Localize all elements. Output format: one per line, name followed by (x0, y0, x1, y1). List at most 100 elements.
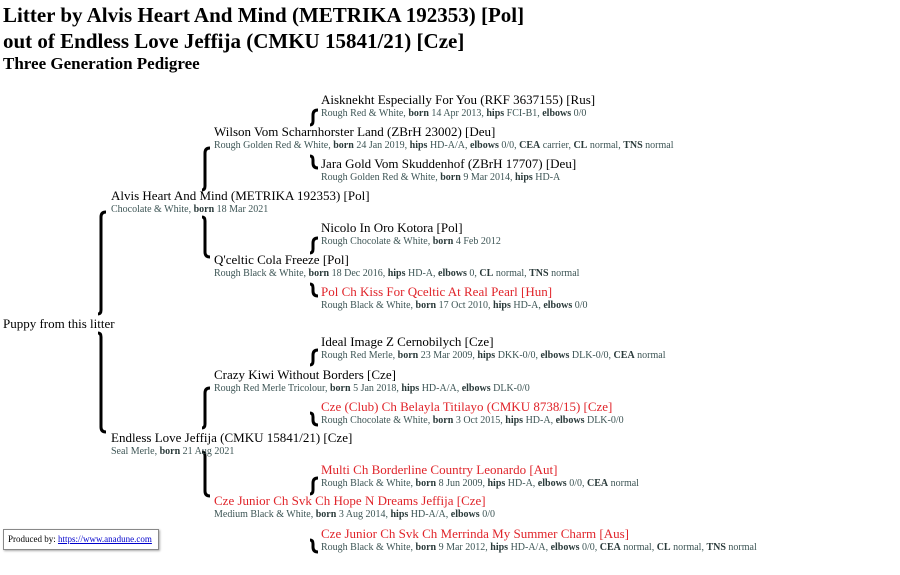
detail-value-born: 18 Mar 2021 (216, 204, 269, 215)
detail-label: born (440, 172, 461, 183)
detail-value-cl: normal (673, 542, 702, 553)
detail-label: TNS (706, 542, 726, 553)
dog-name: Q'celtic Cola Freeze [Pol] (214, 252, 349, 267)
detail-label: CL (573, 140, 588, 151)
detail-label: born (415, 542, 437, 553)
detail-color: Rough Chocolate & White, (321, 415, 433, 426)
detail-value-born: 3 Oct 2015 (455, 415, 501, 426)
detail-value-elbows: 0/0 (569, 478, 582, 489)
dog-sire-sire-sire: Aisknekht Especially For You (RKF 363715… (321, 92, 595, 120)
dog-details: Rough Black & White, born 18 Dec 2016, h… (214, 268, 580, 279)
detail-label: CEA (613, 350, 635, 361)
title-dam: out of Endless Love Jeffija (CMKU 15841/… (3, 29, 465, 53)
detail-value-born: 9 Mar 2014 (463, 172, 510, 183)
detail-label: hips (514, 172, 533, 183)
detail-value-born: 21 Aug 2021 (182, 446, 235, 457)
detail-label: hips (486, 108, 505, 119)
detail-value-tns: normal (728, 542, 757, 553)
dog-details: Rough Chocolate & White, born 4 Feb 2012 (321, 235, 501, 248)
detail-value-born: 3 Aug 2014 (338, 509, 386, 520)
pedigree-brace (309, 108, 319, 127)
detail-label: elbows (450, 509, 480, 520)
dog-details: Seal Merle, born 21 Aug 2021 (111, 445, 352, 458)
detail-color: Chocolate & White, (111, 204, 194, 215)
detail-label: born (333, 140, 354, 151)
dog-name: Jara Gold Vom Skuddenhof (ZBrH 17707) [D… (321, 156, 577, 171)
dog-name: Ideal Image Z Cernobilych [Cze] (321, 334, 494, 349)
detail-color: Rough Black & White, (321, 478, 416, 489)
detail-value-hips: HD-A (525, 415, 551, 426)
dog-dam-dam: Cze Junior Ch Svk Ch Hope N Dreams Jeffi… (214, 493, 495, 521)
detail-label: hips (493, 300, 511, 311)
dog-sire-dam: Q'celtic Cola Freeze [Pol]Rough Black & … (214, 252, 579, 280)
dog-details: Rough Chocolate & White, born 3 Oct 2015… (321, 415, 624, 426)
dog-details: Medium Black & White, born 3 Aug 2014, h… (214, 509, 495, 520)
dog-details: Rough Red Merle Tricolour, born 5 Jan 20… (214, 383, 530, 394)
dog-name: Wilson Vom Scharnhorster Land (ZBrH 2300… (214, 124, 496, 139)
dog-name: Multi Ch Borderline Country Leonardo [Au… (321, 462, 558, 477)
pedigree-brace (201, 386, 211, 430)
detail-value-tns: normal (551, 268, 580, 279)
detail-value-born: 24 Jan 2019 (356, 140, 405, 151)
dog-name: Nicolo In Oro Kotora [Pol] (321, 220, 463, 235)
detail-label: elbows (469, 140, 499, 151)
detail-color: Rough Red Merle, (321, 350, 398, 361)
detail-value-elbows: 0/0 (574, 300, 588, 311)
detail-label: hips (505, 415, 524, 426)
detail-value-hips: FCI-B1 (506, 108, 538, 119)
dog-dam-sire-sire: Ideal Image Z Cernobilych [Cze]Rough Red… (321, 334, 666, 362)
detail-label: TNS (529, 268, 549, 279)
dog-dam-dam-sire: Multi Ch Borderline Country Leonardo [Au… (321, 462, 639, 490)
detail-color: Rough Chocolate & White, (321, 236, 433, 247)
pedigree-brace (309, 348, 319, 367)
detail-label: CL (656, 542, 671, 553)
detail-label: hips (390, 509, 409, 520)
detail-color: Seal Merle, (111, 446, 160, 457)
dog-details: Chocolate & White, born 18 Mar 2021 (111, 203, 370, 216)
detail-label: CEA (519, 140, 541, 151)
dog-details: Rough Black & White, born 17 Oct 2010, h… (321, 300, 588, 311)
detail-label: born (415, 300, 437, 311)
pedigree-brace (97, 331, 107, 434)
footer-link[interactable]: https://www.anadune.com (58, 534, 152, 544)
dog-sire: Alvis Heart And Mind (METRIKA 192353) [P… (111, 188, 370, 216)
detail-label: born (308, 268, 330, 279)
detail-value-born: 9 Mar 2012 (438, 542, 486, 553)
dog-details: Rough Golden Red & White, born 24 Jan 20… (214, 140, 674, 151)
detail-value-cea: normal (610, 478, 639, 489)
pedigree-brace (309, 236, 319, 255)
detail-value-born: 18 Dec 2016 (331, 268, 383, 279)
detail-label: elbows (438, 268, 467, 279)
detail-label: born (193, 204, 215, 215)
detail-value-hips: HD-A/A (429, 140, 465, 151)
detail-color: Medium Black & White, (214, 509, 316, 520)
detail-label: born (330, 383, 351, 394)
pedigree-brace (309, 154, 319, 170)
detail-color: Rough Golden Red & White, (321, 172, 441, 183)
detail-label: hips (477, 350, 496, 361)
detail-value-elbows: DLK-0/0 (586, 415, 624, 426)
dog-sire-dam-dam: Pol Ch Kiss For Qceltic At Real Pearl [H… (321, 284, 588, 312)
detail-label: hips (490, 542, 509, 553)
detail-label: elbows (542, 108, 572, 119)
detail-value-cea: normal (637, 350, 666, 361)
detail-value-hips: HD-A (408, 268, 433, 279)
dog-name: Cze (Club) Ch Belayla Titilayo (CMKU 873… (321, 399, 613, 414)
dog-sire-dam-sire: Nicolo In Oro Kotora [Pol]Rough Chocolat… (321, 220, 501, 248)
detail-label: born (159, 446, 181, 457)
detail-value-elbows: 0 (469, 268, 475, 279)
pedigree-brace (97, 210, 107, 316)
detail-value-cea: carrier (542, 140, 569, 151)
dog-sire-sire: Wilson Vom Scharnhorster Land (ZBrH 2300… (214, 124, 673, 152)
pedigree-brace (201, 450, 211, 498)
detail-label: elbows (540, 350, 570, 361)
detail-value-elbows: 0/0 (501, 140, 515, 151)
detail-label: born (397, 350, 419, 361)
detail-value-elbows: 0/0 (581, 542, 595, 553)
dog-name: Crazy Kiwi Without Borders [Cze] (214, 367, 396, 382)
pedigree-brace (309, 282, 319, 298)
detail-value-hips: DKK-0/0 (497, 350, 536, 361)
detail-value-hips: HD-A/A (510, 542, 546, 553)
dog-dam: Endless Love Jeffija (CMKU 15841/21) [Cz… (111, 430, 352, 458)
dog-dam-sire: Crazy Kiwi Without Borders [Cze]Rough Re… (214, 367, 530, 395)
